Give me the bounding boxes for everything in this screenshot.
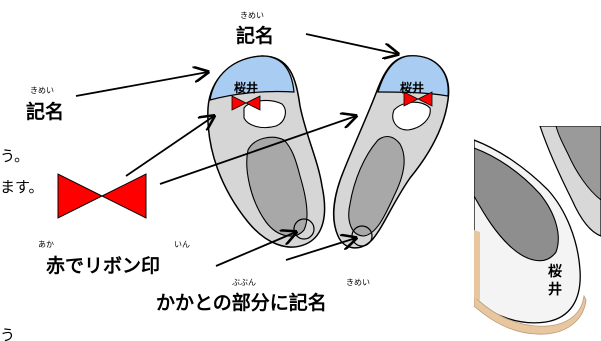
left-shoe-sole: [246, 136, 308, 237]
photo-name-line2: 井: [548, 281, 562, 298]
photo-left-trim: [474, 230, 480, 300]
ribbon-ruby-aka: あか: [38, 240, 54, 249]
ribbon-symbol: [57, 173, 147, 219]
right-shoe-sole: [348, 135, 405, 237]
photo-main-sole: [474, 147, 559, 262]
right-shoe-ribbon-right: [417, 91, 433, 107]
cut-text-fragment-3: う: [0, 326, 15, 341]
photo-trim: [474, 294, 587, 335]
right-shoe-ribbon-left: [403, 91, 419, 107]
left-kimei-label: 記名: [26, 100, 64, 123]
top-kimei-label: 記名: [236, 24, 274, 47]
right-shoe-opening: [392, 101, 431, 131]
left-shoe-toe: [209, 55, 295, 101]
photo-name-line1: 桜: [548, 263, 562, 280]
ribbon-bow-right: [100, 173, 147, 219]
ribbon-bow-left: [57, 173, 104, 219]
right-shoe-name: 桜井: [400, 80, 424, 95]
right-shoe: 桜井: [333, 55, 450, 249]
left-shoe-name: 桜井: [234, 80, 258, 95]
cut-text-fragment-1: う。: [0, 147, 29, 165]
arrow-heel-to-right-shoe: [285, 238, 356, 261]
shoe-heel-photo: 桜 井: [474, 126, 601, 341]
top-kimei-ruby: きめい: [240, 11, 264, 20]
left-shoe-ribbon-left: [231, 95, 247, 111]
left-shoe: 桜井: [207, 55, 326, 248]
heel-label: かかとの部分に記名: [156, 291, 327, 314]
arrow-top-to-right-shoe: [305, 33, 398, 54]
heel-ruby-bubun: ぶぶん: [232, 278, 256, 287]
photo-upper-sole: [555, 126, 601, 201]
left-kimei-ruby: きめい: [30, 86, 54, 95]
heel-ruby-kimei: きめい: [346, 278, 370, 287]
ribbon-label: 赤でリボン印: [46, 255, 160, 277]
right-shoe-toe: [377, 55, 449, 97]
ribbon-ruby-in: いん: [174, 240, 190, 249]
cut-text-fragment-2: ます。: [0, 178, 44, 196]
arrows: [75, 33, 398, 267]
arrow-left-kimei-to-left-shoe: [75, 72, 208, 97]
arrow-heel-to-left-shoe: [215, 232, 296, 267]
arrow-ribbon-to-left-shoe: [125, 116, 214, 177]
arrow-ribbon-to-right-shoe: [159, 116, 356, 185]
left-shoe-ribbon-right: [245, 95, 261, 111]
